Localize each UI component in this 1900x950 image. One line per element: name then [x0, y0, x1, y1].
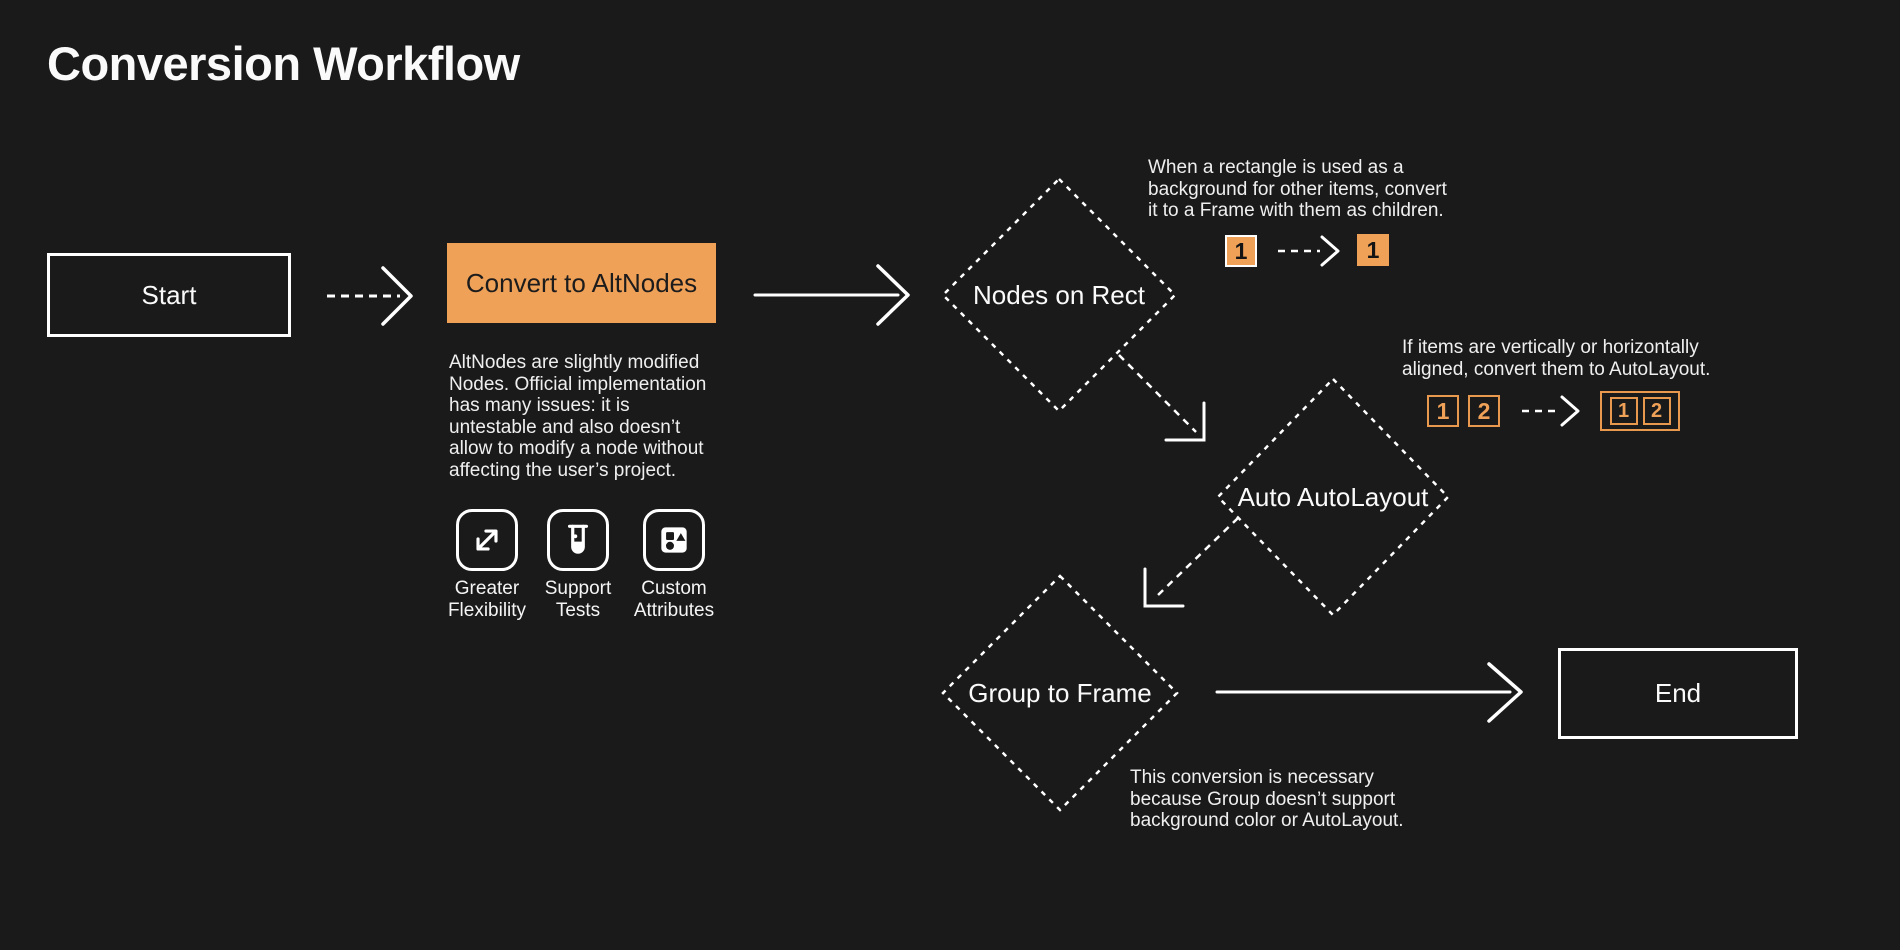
feature-greater-flexibility: Greater Flexibility — [417, 509, 557, 621]
demo-arrowhead-nodes-on-rect — [1320, 235, 1340, 267]
feature-support-tests: Support Tests — [508, 509, 648, 621]
node-group-to-frame[interactable]: Group to Frame — [943, 576, 1177, 810]
arrowhead-nodesonrect-to-autolayout — [1164, 401, 1206, 442]
arrowhead-start-to-convert — [381, 266, 413, 326]
annotation-group-to-frame: This conversion is necessary because Gro… — [1130, 767, 1404, 831]
demo-before-item-2: 2 — [1468, 395, 1500, 427]
group-to-frame-label: Group to Frame — [968, 677, 1152, 708]
page-title: Conversion Workflow — [47, 37, 520, 90]
demo-after-item-2: 2 — [1642, 397, 1671, 425]
auto-autolayout-label: Auto AutoLayout — [1237, 481, 1429, 512]
arrowhead-convert-to-nodesonrect — [876, 264, 910, 326]
convert-label: Convert to AltNodes — [465, 267, 698, 298]
shapes-icon — [661, 527, 687, 553]
feature-label: Custom Attributes — [633, 578, 715, 621]
feature-custom-attributes: Custom Attributes — [604, 509, 744, 621]
arrow-autolayout-to-grouptoframe — [1155, 517, 1239, 598]
demo-arrowhead-auto-autolayout — [1560, 395, 1580, 427]
end-label: End — [1654, 678, 1702, 708]
node-auto-autolayout[interactable]: Auto AutoLayout — [1218, 379, 1448, 615]
expand-arrows-icon — [476, 529, 498, 551]
demo-before-box: 1 — [1225, 235, 1257, 267]
demo-before-item-1: 1 — [1427, 395, 1459, 427]
node-start[interactable]: Start — [47, 253, 291, 337]
arrowhead-autolayout-to-grouptoframe — [1143, 567, 1185, 608]
demo-after-box: 1 — [1357, 234, 1389, 266]
nodes-on-rect-label: Nodes on Rect — [973, 279, 1145, 310]
feature-label: Greater Flexibility — [447, 578, 527, 621]
icon-box — [547, 509, 609, 571]
node-end[interactable]: End — [1558, 648, 1798, 739]
node-nodes-on-rect[interactable]: Nodes on Rect — [943, 179, 1175, 411]
arrow-nodesonrect-to-autolayout — [1118, 354, 1197, 433]
arrowhead-grouptoframe-to-end — [1487, 662, 1523, 723]
diamond-outline-group-to-frame — [941, 574, 1179, 812]
demo-after-autolayout-group: 1 2 — [1600, 391, 1680, 431]
node-convert-to-altnodes[interactable]: Convert to AltNodes — [447, 243, 716, 323]
demo-after-item-1: 1 — [1609, 397, 1638, 425]
test-tube-icon — [567, 524, 589, 554]
annotation-auto-autolayout: If items are vertically or horizontally … — [1402, 337, 1711, 380]
altnodes-description: AltNodes are slightly modified Nodes. Of… — [449, 352, 707, 481]
start-label: Start — [141, 279, 197, 310]
annotation-nodes-on-rect: When a rectangle is used as a background… — [1148, 157, 1447, 221]
icon-box — [456, 509, 518, 571]
icon-box — [643, 509, 705, 571]
feature-label: Support Tests — [544, 578, 612, 621]
